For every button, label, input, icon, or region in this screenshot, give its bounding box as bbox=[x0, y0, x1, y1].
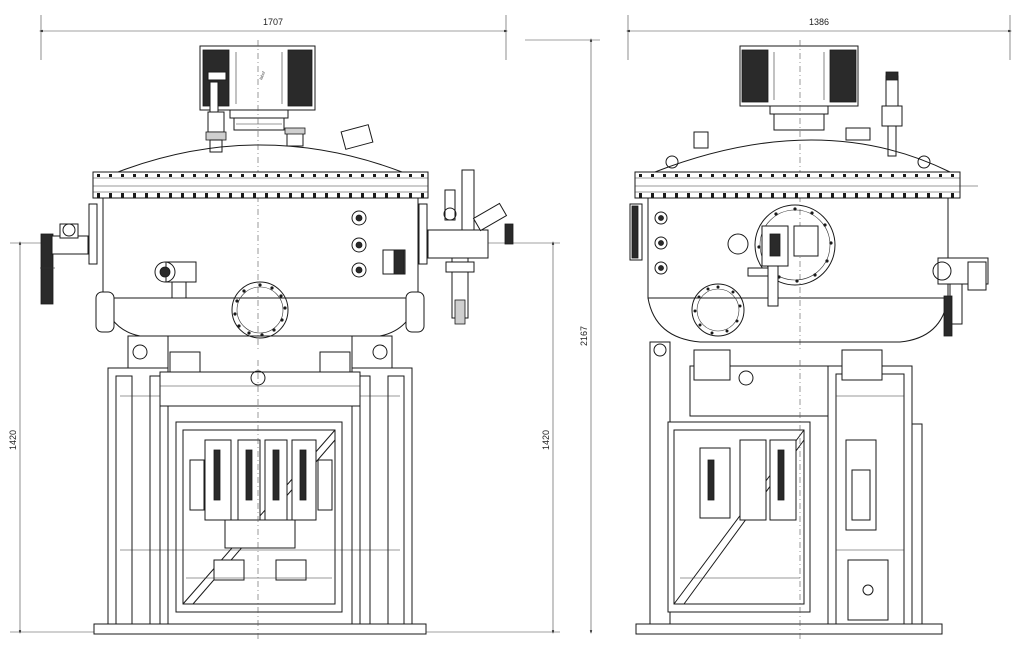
side-dome bbox=[654, 139, 951, 173]
front-right-valve bbox=[427, 169, 514, 325]
front-dome bbox=[117, 144, 403, 173]
front-view: 1707 1420 1420 label bbox=[8, 15, 560, 640]
side-height-dimension: 2167 bbox=[525, 38, 600, 634]
front-flange bbox=[92, 171, 429, 199]
front-left-height-label: 1420 bbox=[8, 430, 18, 450]
side-flange bbox=[634, 171, 978, 199]
front-left-height-dimension: 1420 bbox=[8, 241, 100, 634]
side-view: 1386 2167 bbox=[525, 15, 1012, 640]
front-frame bbox=[93, 335, 427, 635]
front-right-height-dimension: 1420 bbox=[420, 241, 560, 634]
front-junction-box bbox=[340, 124, 374, 150]
front-right-height-label: 1420 bbox=[541, 430, 551, 450]
side-frame bbox=[635, 341, 943, 635]
side-width-dimension: 1386 bbox=[626, 15, 1012, 60]
front-left-valve bbox=[40, 223, 89, 305]
side-height-label: 2167 bbox=[579, 326, 589, 346]
front-width-label: 1707 bbox=[263, 17, 283, 27]
front-actuator: label bbox=[199, 45, 316, 153]
front-width-dimension: 1707 bbox=[39, 15, 508, 60]
side-actuator bbox=[693, 45, 903, 157]
side-tank bbox=[629, 197, 989, 343]
svg-text:label: label bbox=[258, 71, 266, 81]
front-tank bbox=[88, 197, 428, 339]
side-width-label: 1386 bbox=[809, 17, 829, 27]
